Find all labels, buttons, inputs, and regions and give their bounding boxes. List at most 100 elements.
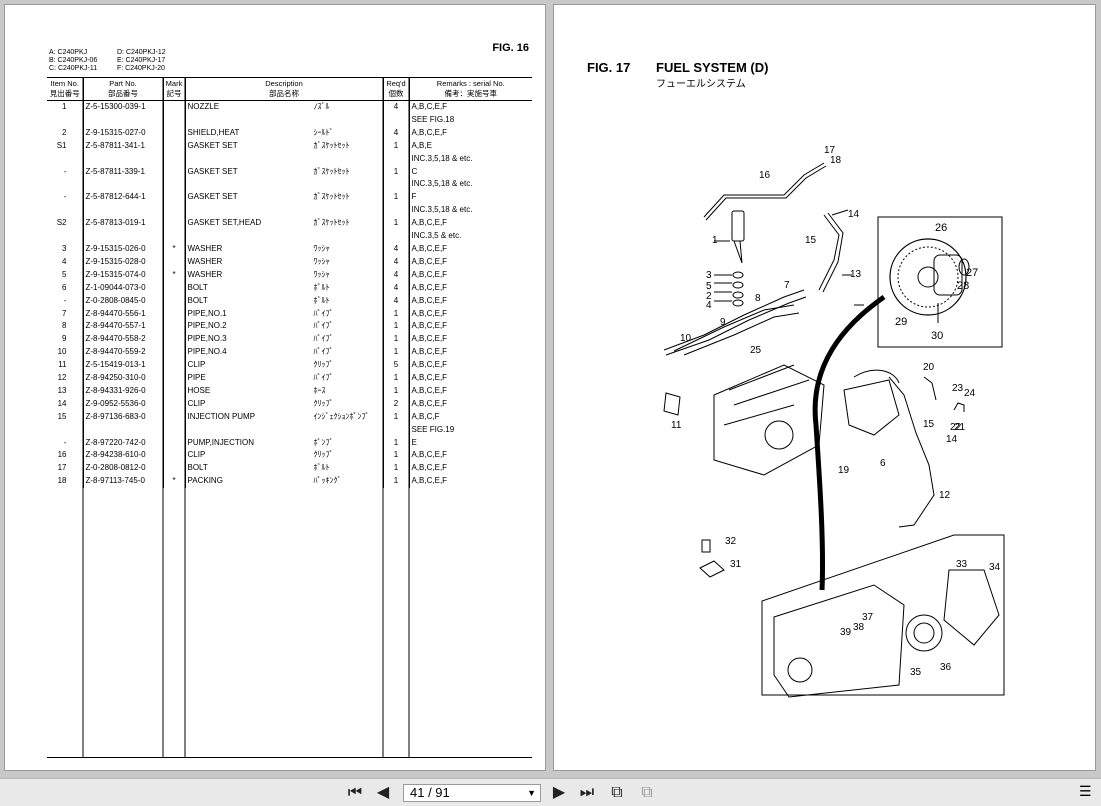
description-jp: ｶﾞｽｹｯﾄｾｯﾄ [313,192,350,202]
callout-number: 27 [966,267,978,279]
callout-number: 2 [706,291,712,302]
nozzle [731,210,745,242]
description-cell [184,230,383,243]
callout-number: 18 [830,155,842,166]
mark-cell: * [162,268,185,282]
callout-number: 14 [946,434,958,445]
remarks-cell: A,B,C,E,F [408,268,532,282]
description-jp: ﾊﾟｲﾌﾟ [313,373,334,383]
mark-cell [162,294,185,308]
remarks-cell: A,B,C,E,F [408,255,532,269]
gasket-33 [943,569,1000,646]
part-no-cell: Z-9-15315-074-0 [82,268,163,282]
description-en: PIPE [187,373,206,383]
remarks-cell: E [408,436,532,450]
callout-number: 10 [680,333,692,344]
first-page-button[interactable]: ⏮ [347,784,363,801]
remarks-cell: A,B,C,E,F [408,307,532,321]
callout-number: 29 [895,316,907,328]
quantity-cell: 1 [382,384,409,398]
description-cell [184,113,383,127]
remarks-cell: A,B,C,E,F [408,475,532,489]
quantity-cell: 1 [382,436,409,450]
two-page-view-icon[interactable]: ⧉ [641,784,653,801]
single-page-view-icon[interactable]: ⧉ [611,784,623,801]
item-no-cell: 18 [57,476,67,486]
callout-number: 36 [940,662,952,673]
gear-hub [933,254,963,296]
description-jp: ｸﾘｯﾌﾟ [313,398,334,408]
mark-cell [162,384,185,398]
part-no-cell: Z-0-2808-0812-0 [82,462,163,476]
last-page-button[interactable]: ⏭ [579,784,595,801]
mark-cell [162,281,185,295]
description-jp: ｸﾘｯﾌﾟ [313,450,334,460]
callout-number: 3 [706,270,712,281]
description-jp: ﾜｯｼｬ [313,269,330,279]
item-no-cell: 5 [62,269,67,279]
description-en: GASKET SET [187,140,238,150]
next-page-button[interactable]: ▶ [552,784,566,801]
mark-cell [162,230,185,243]
previous-page-button[interactable]: ◀ [376,784,390,801]
part-no-cell: Z-1-09044-073-0 [82,281,163,295]
quantity-cell: 1 [382,307,409,321]
pipe-13 [818,214,840,291]
callout-number: 24 [964,388,976,399]
mark-cell [162,410,185,424]
description-cell [184,423,383,437]
item-no-cell: 9 [62,334,67,344]
callout-number: 16 [759,170,771,181]
item-no-cell: 3 [62,243,67,253]
remarks-cell: A,B,C,E,F [408,320,532,334]
description-cell [184,204,383,218]
description-jp: ｲﾝｼﾞｪｸｼｮﾝﾎﾟﾝﾌﾟ [313,411,370,421]
quantity-cell: 1 [382,372,409,385]
remarks-cell: A,B,C,E,F [408,333,532,347]
remarks-cell: INC.3,5 & etc. [408,230,532,243]
item-no-cell: - [63,166,67,176]
part-no-cell: Z-5-15419-013-1 [82,359,163,373]
page-number-selector[interactable]: 41 / 91 ▼ [403,784,541,802]
sidebar-toggle-icon[interactable]: ☰ [1079,783,1092,799]
callout-number: 31 [730,559,742,570]
callout-number: 13 [850,269,862,280]
remarks-cell: F [408,191,532,205]
item-no-cell: 2 [62,127,67,137]
item-no-cell: 10 [57,347,67,357]
part-no-cell: Z-9-15315-026-0 [82,242,163,256]
item-no-cell [47,153,83,166]
header-item-no: Item No.見出番号 [47,77,83,101]
remarks-cell: C [408,165,532,179]
part-no-cell: Z-8-97136-683-0 [82,410,163,424]
description-en: BOLT [187,463,208,473]
part-no-cell: Z-9-0952-5536-0 [82,397,163,411]
item-no-cell: 14 [57,398,67,408]
mark-cell: * [162,475,185,489]
description-jp: ｶﾞｽｹｯﾄｾｯﾄ [313,218,350,228]
quantity-cell: 1 [382,475,409,489]
viewer-toolbar: ⏮ ◀ 41 / 91 ▼ ▶ ⏭ ⧉ ⧉ ☰ [0,778,1101,806]
callout-number: 7 [784,280,790,291]
